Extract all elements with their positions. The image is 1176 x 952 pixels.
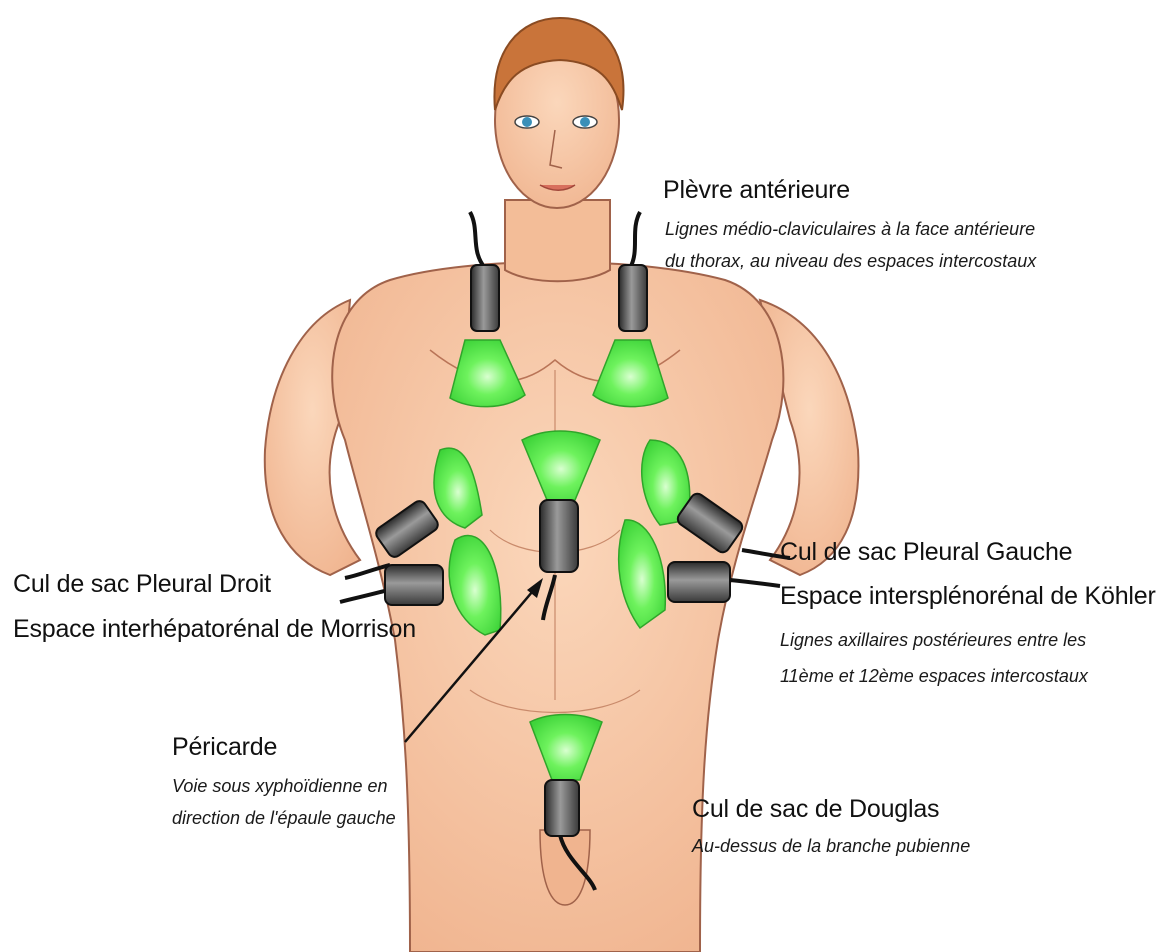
probe-douglas — [545, 780, 579, 836]
probe-plevre-left — [619, 265, 647, 331]
pericarde-title: Péricarde — [172, 733, 277, 762]
pericarde-desc-line1: Voie sous xyphoïdienne en — [172, 770, 388, 802]
probe-plevre-right — [471, 265, 499, 331]
probe-right-lower — [385, 565, 443, 605]
probe-pericarde — [540, 500, 578, 572]
plevre-desc-line2: du thorax, au niveau des espaces interco… — [665, 245, 1036, 277]
gauche-title-line2: Espace intersplénorénal de Köhler — [780, 582, 1156, 611]
neck — [505, 200, 610, 281]
probe-left-lower — [668, 562, 730, 602]
douglas-title: Cul de sac de Douglas — [692, 795, 939, 824]
droit-title-line2: Espace interhépatorénal de Morrison — [13, 615, 416, 644]
douglas-desc-line1: Au-dessus de la branche pubienne — [692, 830, 970, 862]
gauche-desc-line1: Lignes axillaires postérieures entre les — [780, 624, 1086, 656]
gauche-title-line1: Cul de sac Pleural Gauche — [780, 538, 1072, 567]
plevre-desc-line1: Lignes médio-claviculaires à la face ant… — [665, 213, 1035, 245]
pericarde-desc-line2: direction de l'épaule gauche — [172, 802, 396, 834]
plevre-title: Plèvre antérieure — [663, 176, 850, 205]
droit-title-line1: Cul de sac Pleural Droit — [13, 570, 271, 599]
gauche-desc-line2: 11ème et 12ème espaces intercostaux — [780, 660, 1088, 692]
